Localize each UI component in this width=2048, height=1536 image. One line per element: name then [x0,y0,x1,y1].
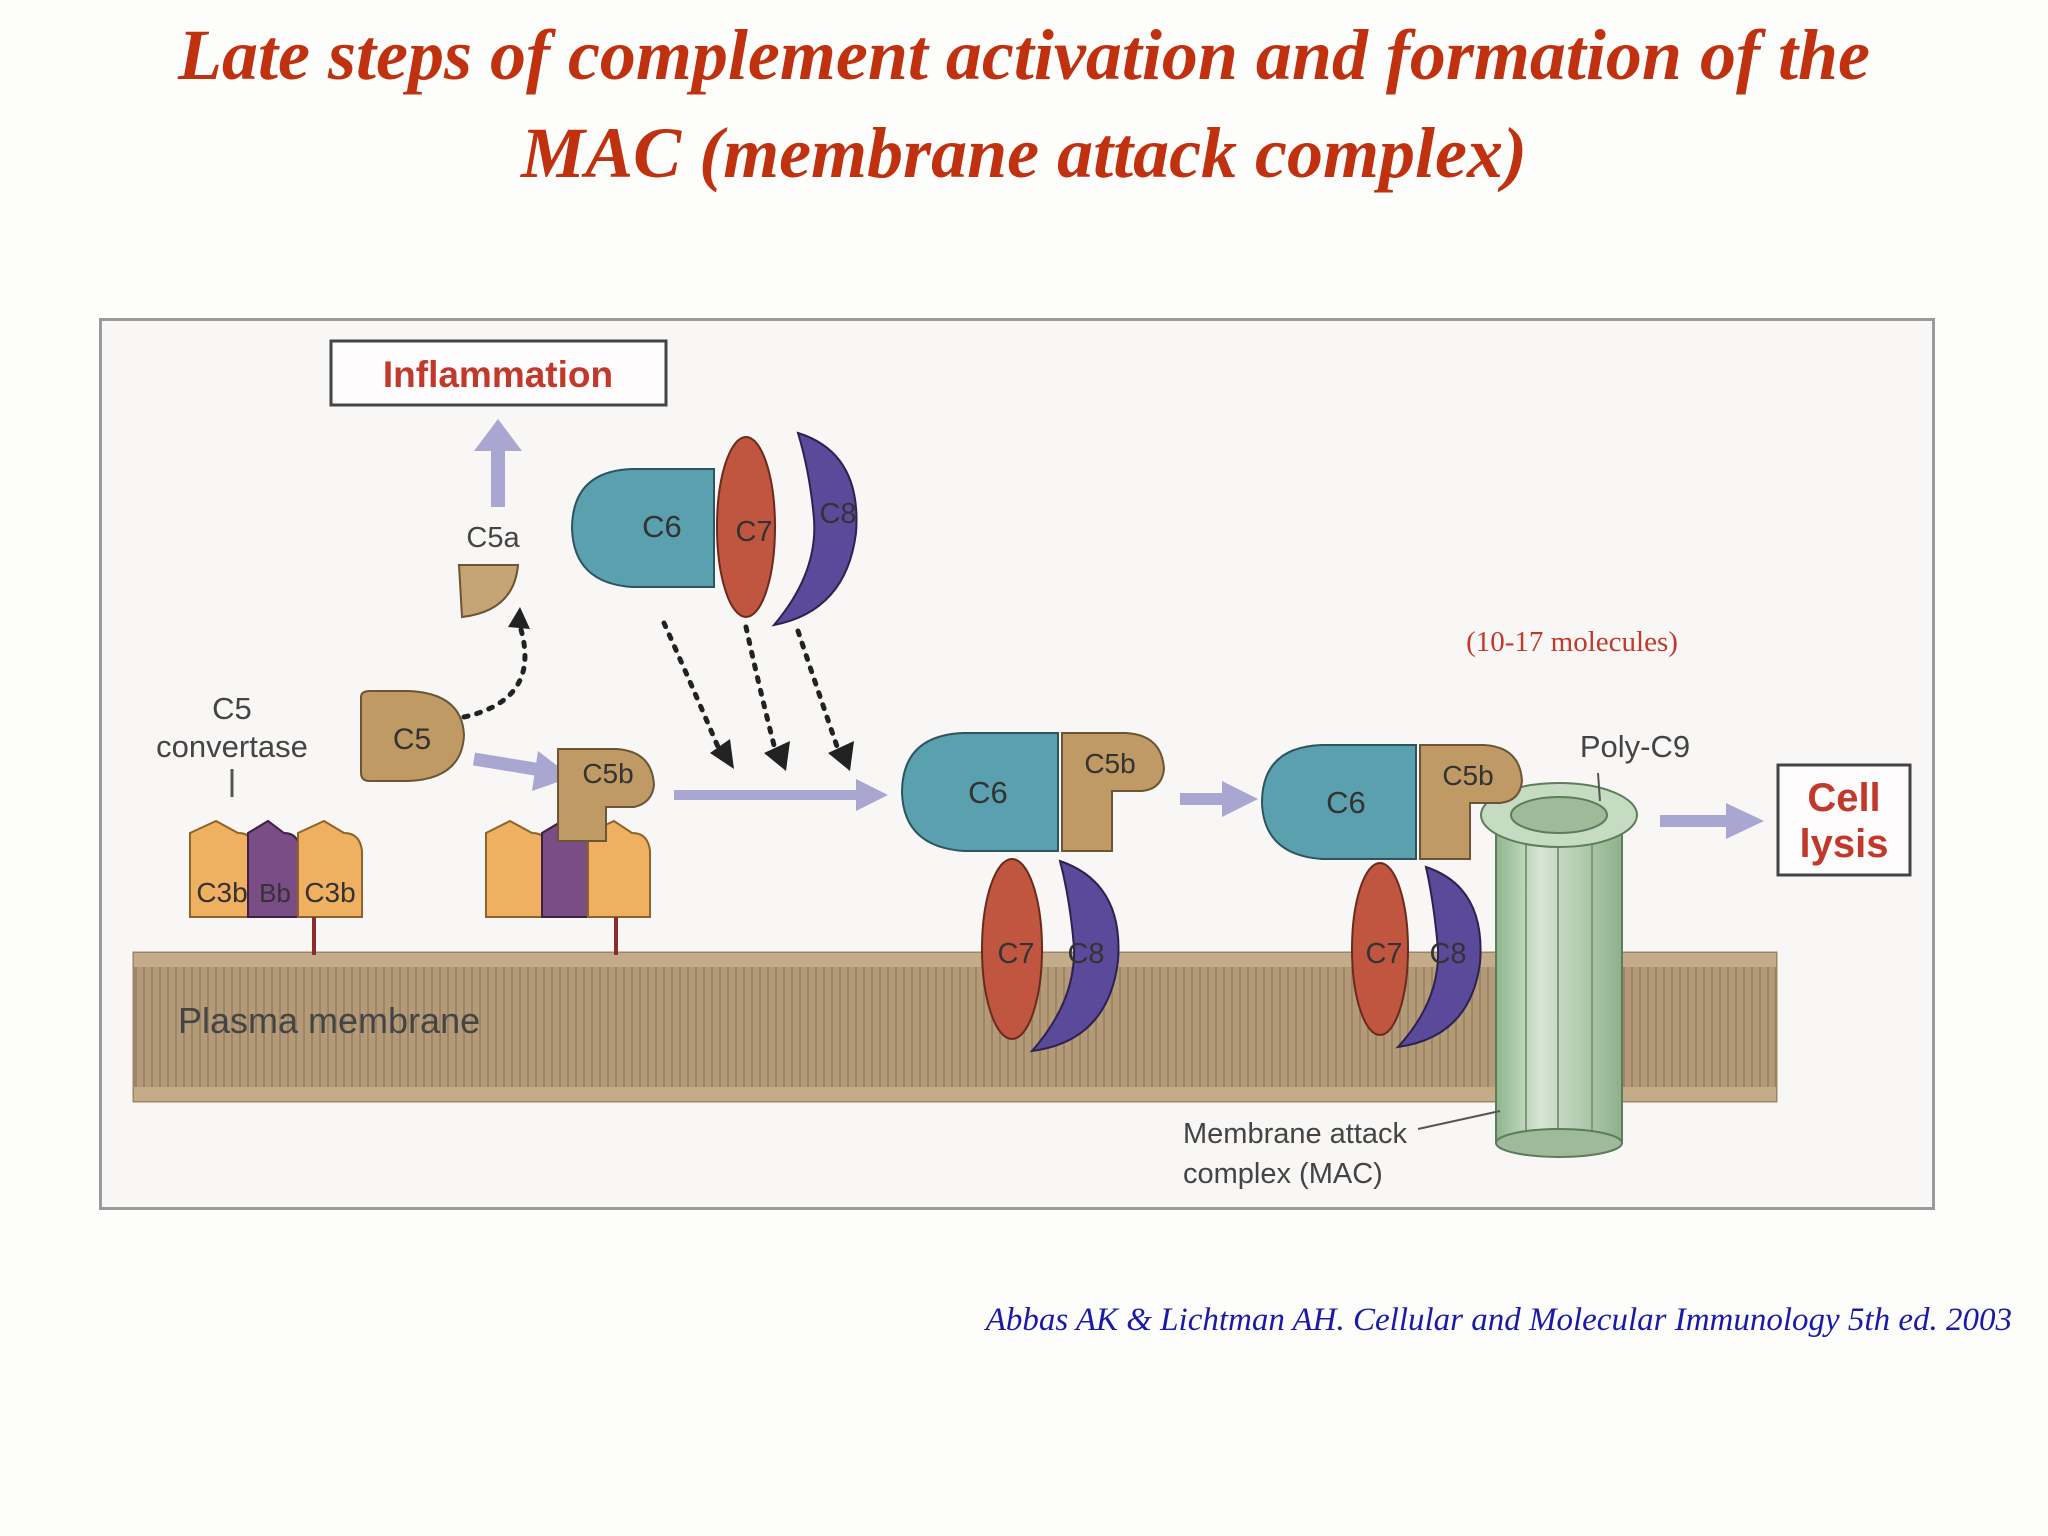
c5b-label-3: C5b [1442,760,1493,791]
c5-convertase-line-2: convertase [156,729,308,764]
mac-to-lysis-arrow [1660,803,1764,839]
c5-to-c5a-dotted-arrow [461,620,528,720]
mac-label-line-1: Membrane attack [1183,1118,1408,1150]
c3b-bb-c3b-complex-2 [485,819,651,955]
c3b-label-right: C3b [304,877,355,908]
c5-convertase-line-1: C5 [212,691,252,726]
cell-lysis-line-1: Cell [1807,776,1880,820]
c3b-label-left: C3b [196,877,247,908]
c8-label-free: C8 [819,498,856,530]
complement-diagram: Plasma membrane Inflammation C5a C5 conv… [99,318,1935,1210]
c5-convertase-label: C5 convertase [156,691,308,797]
free-c6-c7-c8: C6 C7 C8 [570,431,858,627]
c5a-label: C5a [466,522,520,554]
dotted-arrows-c6-c7-c8 [661,620,854,771]
c5a-fragment [457,564,520,619]
c5b-label-1: C5b [582,758,633,789]
c6-label-complex-1: C6 [968,775,1008,810]
slide-title-line-2: MAC (membrane attack complex) [521,113,1527,193]
c5a-arrowhead [508,607,530,629]
mac-associated-complex: C6 C5b C7 C8 [1260,744,1524,1049]
c5b-bound-to-convertase: C5b [557,748,656,842]
plasma-membrane-label: Plasma membrane [178,1000,480,1041]
c3b-bb-c3b-complex-1: C3b Bb C3b [189,819,363,955]
molecules-note: (10-17 molecules) [1466,626,1678,658]
c5-to-c5b-arrow [472,751,572,791]
mac-label: Membrane attack complex (MAC) [1183,1110,1501,1190]
c5-label: C5 [393,723,431,756]
poly-c9-label: Poly-C9 [1580,729,1690,764]
mac-label-line-2: complex (MAC) [1183,1158,1383,1190]
inflammation-label: Inflammation [383,354,613,395]
arrow-to-inflammation [474,419,522,507]
c5b-c6-c7-c8-complex: C6 C5b C7 C8 [900,732,1166,1053]
c7-label-complex-2: C7 [1365,938,1402,970]
diagram-canvas: Plasma membrane Inflammation C5a C5 conv… [132,339,1912,1190]
c6-label-free: C6 [642,509,682,544]
c7-label-complex-1: C7 [997,938,1034,970]
c8-label-complex-1: C8 [1067,938,1104,970]
complex-to-mac-arrow [1180,781,1258,817]
bb-label: Bb [259,878,291,908]
inflammation-box: Inflammation [329,339,668,407]
mac-cylinder [1480,772,1638,1158]
c5b-label-2: C5b [1084,748,1135,779]
c5-molecule: C5 [360,690,466,782]
citation: Abbas AK & Lichtman AH. Cellular and Mol… [985,1302,2012,1338]
c7-label-free: C7 [735,516,772,548]
cell-lysis-box: Cell lysis [1776,763,1912,877]
slide-title-line-1: Late steps of complement activation and … [178,15,1870,95]
long-arrow [674,779,888,811]
cell-lysis-line-2: lysis [1800,822,1889,866]
slide-title: Late steps of complement activation and … [0,6,2048,202]
c6-label-complex-2: C6 [1326,785,1366,820]
c8-label-complex-2: C8 [1429,938,1466,970]
